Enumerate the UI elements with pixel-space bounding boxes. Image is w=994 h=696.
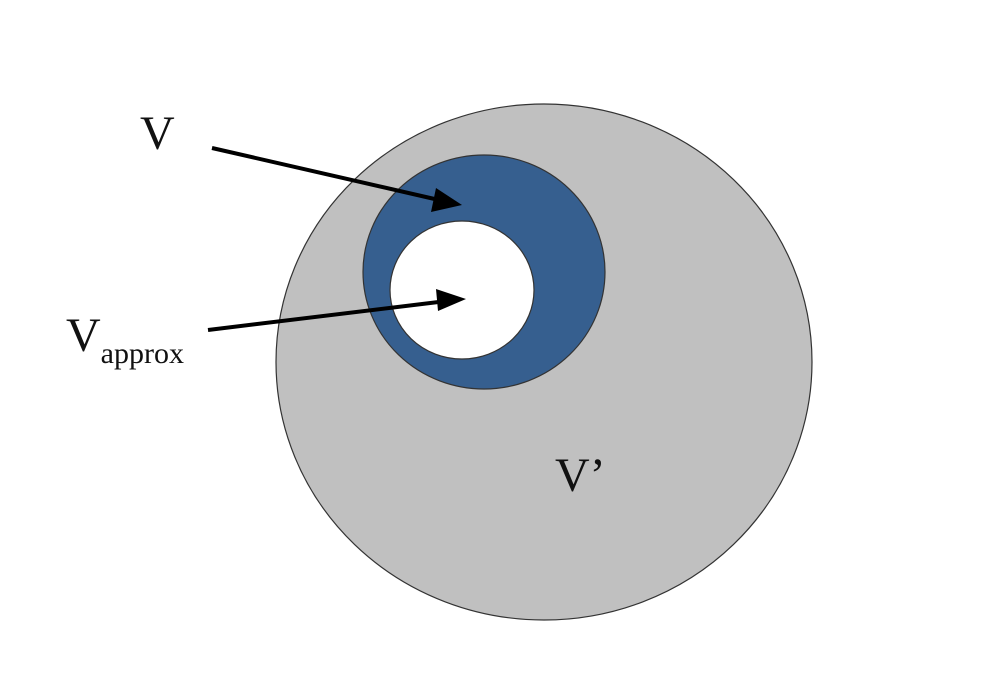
v-prime-label: V’ bbox=[555, 449, 606, 502]
v-arrow bbox=[211, 146, 453, 205]
v-label: V bbox=[140, 107, 175, 160]
v-approx-label-subscript: approx bbox=[100, 337, 184, 370]
v-approx-arrow bbox=[207, 298, 456, 332]
v-arrowhead bbox=[431, 188, 462, 212]
v-approx-label-main: V bbox=[66, 309, 101, 362]
v-approx-label: Vapprox bbox=[66, 309, 184, 369]
v-approx-arrowhead bbox=[436, 289, 466, 311]
v-approx-region bbox=[389, 220, 535, 360]
